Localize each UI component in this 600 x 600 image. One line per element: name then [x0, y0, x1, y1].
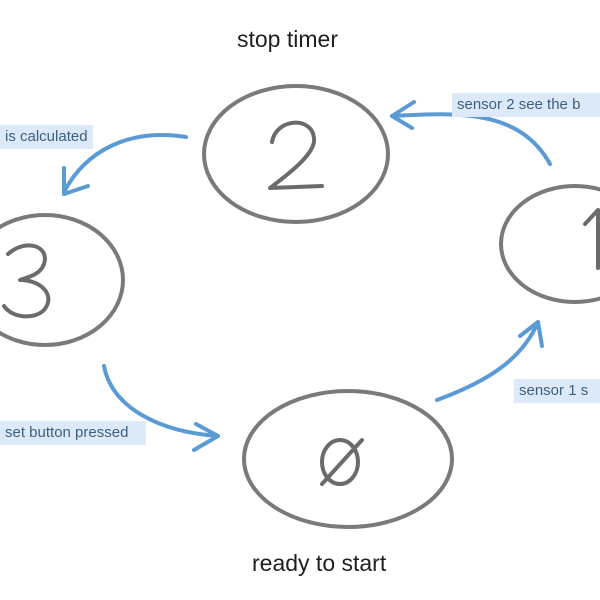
arrow-3-to-0-head: [192, 422, 220, 452]
digit-0-glyph: [320, 438, 360, 486]
digit-3-glyph: [2, 243, 51, 319]
arrow-1-to-2: [390, 100, 552, 166]
arrow-2-to-3: [62, 133, 188, 196]
label-set-button-pressed: set button pressed: [0, 421, 146, 445]
arrow-2-to-3-head: [62, 166, 90, 196]
node-1: [499, 184, 600, 304]
arrow-1-to-2-head: [390, 100, 416, 130]
label-is-calculated: is calculated: [0, 125, 93, 149]
arrow-3-to-0: [102, 364, 220, 452]
arrow-0-to-1: [435, 320, 544, 402]
digit-1-glyph: [583, 208, 600, 270]
digit-0-slash: [320, 438, 364, 486]
arrow-2-to-3-line: [62, 133, 188, 194]
arrow-3-to-0-line: [102, 364, 220, 438]
label-sensor-2: sensor 2 see the b: [452, 93, 600, 117]
arrow-1-to-2-line: [390, 112, 552, 166]
node-1-ellipse: [499, 184, 600, 304]
digit-2-glyph: [268, 120, 324, 190]
node-2: [202, 84, 390, 224]
title-ready-to-start: ready to start: [252, 550, 387, 576]
label-sensor-1: sensor 1 s: [514, 379, 600, 403]
label-set-button-pressed-text: set button pressed: [5, 424, 129, 441]
node-3-ellipse: [0, 213, 125, 347]
node-3: [0, 213, 125, 347]
title-stop-timer: stop timer: [237, 26, 338, 52]
node-0: [242, 389, 454, 529]
node-2-ellipse: [202, 84, 390, 224]
arrow-0-to-1-head: [518, 320, 544, 348]
arrow-0-to-1-line: [435, 320, 540, 402]
node-0-ellipse: [242, 389, 454, 529]
